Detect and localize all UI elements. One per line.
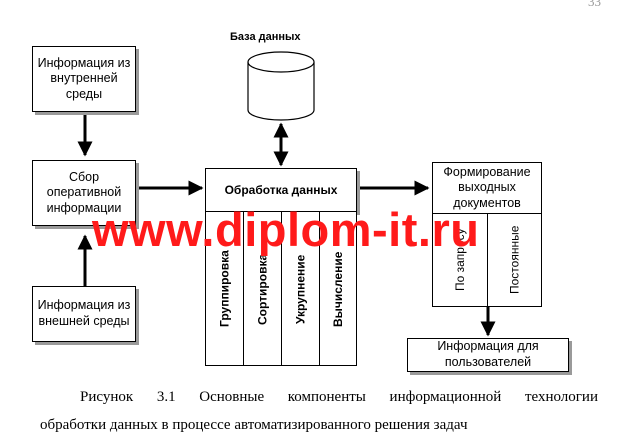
processing-col-1: [243, 211, 282, 366]
database-cylinder: [247, 51, 315, 121]
watermark: www.diplom-it.ru: [92, 203, 480, 256]
output-header: Формирование выходных документов: [432, 162, 542, 214]
external-info-label: Информация из внешней среды: [37, 298, 131, 328]
processing-col-3: [319, 211, 357, 366]
output-title: Формирование выходных документов: [443, 164, 531, 210]
processing-col-2: [281, 211, 320, 366]
collect-info-label: Сбор оперативной информации: [46, 169, 122, 215]
database-label: База данных: [230, 31, 301, 43]
figure-caption-line-1: Рисунок 3.1 Основные компоненты информац…: [80, 389, 598, 405]
collect-info-box: Сбор оперативной информации: [32, 160, 136, 226]
output-col-1: [487, 213, 542, 307]
page-number: 33: [588, 0, 601, 9]
figure-caption-line-2: обработки данных в процессе автоматизиро…: [40, 417, 468, 433]
processing-header: Обработка данных: [205, 168, 357, 212]
internal-info-label: Информация из внутренней среды: [37, 55, 131, 101]
internal-info-box: Информация из внутренней среды: [32, 46, 136, 112]
user-info-box: Информация для пользователей: [407, 338, 569, 372]
processing-title: Обработка данных: [224, 182, 338, 197]
output-item-permanent: Постоянные: [507, 225, 522, 295]
user-info-label: Информация для пользователей: [437, 339, 539, 369]
processing-col-0: [205, 211, 244, 366]
external-info-box: Информация из внешней среды: [32, 286, 136, 342]
